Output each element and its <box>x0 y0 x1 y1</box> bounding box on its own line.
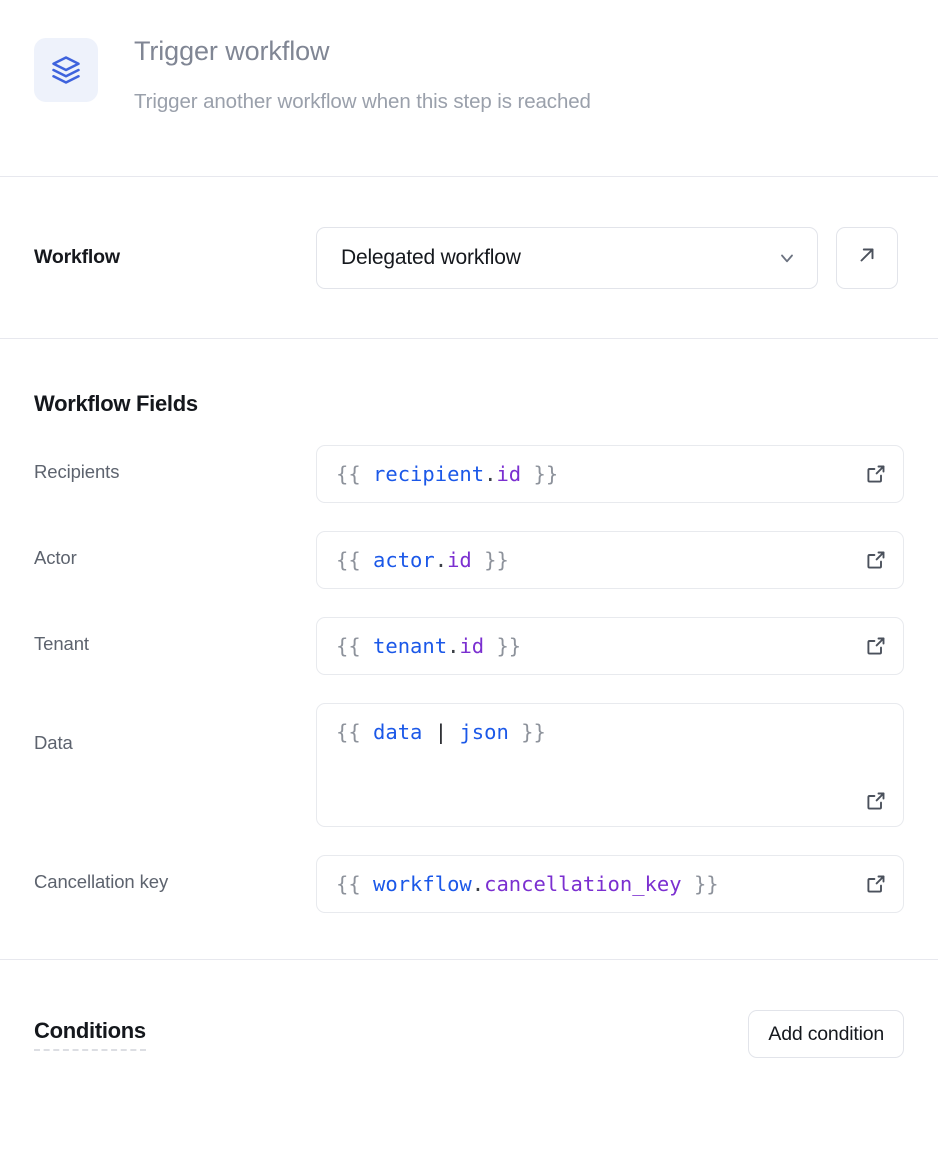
workflow-select-value: Delegated workflow <box>341 245 521 269</box>
field-label-tenant: Tenant <box>34 633 89 654</box>
add-condition-button[interactable]: Add condition <box>748 1010 904 1058</box>
workflow-select-group: Delegated workflow <box>316 226 898 289</box>
field-label-recipients: Recipients <box>34 461 120 482</box>
page-subtitle: Trigger another workflow when this step … <box>134 90 591 113</box>
workflow-select[interactable]: Delegated workflow <box>316 226 818 289</box>
data-input[interactable]: {{ data | json }} <box>316 703 904 827</box>
field-label-data: Data <box>34 732 73 753</box>
tenant-input[interactable]: {{ tenant.id }} <box>316 617 904 675</box>
workflow-fields-section: Workflow Fields Recipients {{ recipient.… <box>0 339 938 959</box>
expand-actor-external-link-icon[interactable] <box>863 547 889 573</box>
workflow-label: Workflow <box>34 246 120 268</box>
recipients-input-value: {{ recipient.id }} <box>336 462 559 486</box>
conditions-section: Conditions Add condition <box>0 960 938 1108</box>
field-label-actor: Actor <box>34 547 77 568</box>
field-row-cancellation-key: Cancellation key {{ workflow.cancellatio… <box>34 855 904 913</box>
field-label-cancellation-key: Cancellation key <box>34 871 169 892</box>
open-workflow-button[interactable] <box>836 226 898 289</box>
divider-header <box>0 176 938 177</box>
fields-bottom-spacer <box>34 913 904 959</box>
conditions-title[interactable]: Conditions <box>34 1018 146 1051</box>
expand-recipients-external-link-icon[interactable] <box>863 461 889 487</box>
recipients-input[interactable]: {{ recipient.id }} <box>316 445 904 503</box>
cancellation-key-input-value: {{ workflow.cancellation_key }} <box>336 872 719 896</box>
chevron-down-icon <box>777 248 797 268</box>
divider-fields <box>0 959 938 960</box>
divider-workflow <box>0 338 938 339</box>
actor-input[interactable]: {{ actor.id }} <box>316 531 904 589</box>
expand-data-external-link-icon[interactable] <box>863 788 889 814</box>
workflow-section: Workflow Delegated workflow <box>0 177 938 338</box>
panel-header: Trigger workflow Trigger another workflo… <box>0 0 938 176</box>
workflow-fields-title: Workflow Fields <box>34 391 198 416</box>
field-row-recipients: Recipients {{ recipient.id }} <box>34 445 904 503</box>
data-input-value: {{ data | json }} <box>336 720 546 744</box>
tenant-input-value: {{ tenant.id }} <box>336 634 522 658</box>
field-row-data: Data {{ data | json }} <box>34 703 904 827</box>
field-row-actor: Actor {{ actor.id }} <box>34 531 904 589</box>
arrow-up-right-icon <box>856 244 878 271</box>
expand-cancellation-key-external-link-icon[interactable] <box>863 871 889 897</box>
panel-header-text: Trigger workflow Trigger another workflo… <box>134 34 591 115</box>
field-row-tenant: Tenant {{ tenant.id }} <box>34 617 904 675</box>
expand-tenant-external-link-icon[interactable] <box>863 633 889 659</box>
cancellation-key-input[interactable]: {{ workflow.cancellation_key }} <box>316 855 904 913</box>
page-title: Trigger workflow <box>134 36 330 66</box>
actor-input-value: {{ actor.id }} <box>336 548 509 572</box>
layers-icon <box>34 38 98 102</box>
